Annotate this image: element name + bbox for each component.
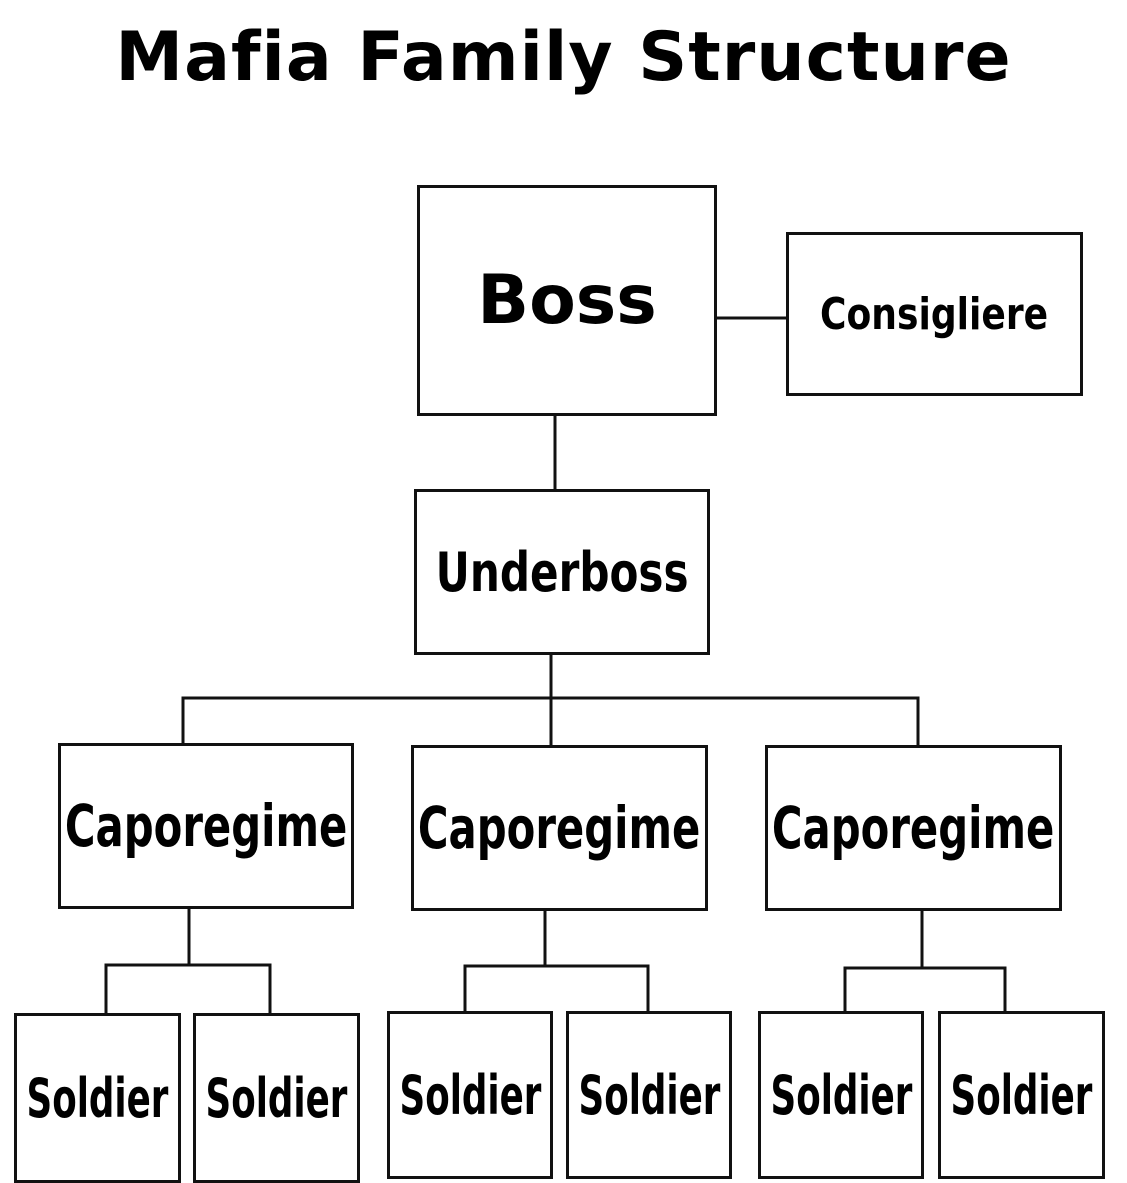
soldier-box: Soldier bbox=[566, 1011, 732, 1179]
soldier-box: Soldier bbox=[14, 1013, 181, 1183]
underboss-box: Underboss bbox=[414, 489, 710, 655]
boss-label: Boss bbox=[477, 261, 657, 340]
soldier-box: Soldier bbox=[758, 1011, 924, 1179]
caporegime-box: Caporegime bbox=[411, 745, 708, 911]
soldier-box: Soldier bbox=[387, 1011, 553, 1179]
caporegime-box: Caporegime bbox=[58, 743, 354, 909]
capo2-soldier-branch bbox=[463, 964, 650, 1012]
capo1-soldier-branch bbox=[104, 963, 272, 1014]
soldier-label: Soldier bbox=[26, 1066, 169, 1130]
caporegime-box: Caporegime bbox=[765, 745, 1062, 911]
soldier-label: Soldier bbox=[205, 1066, 348, 1130]
soldier-label: Soldier bbox=[399, 1063, 541, 1127]
soldier-label: Soldier bbox=[950, 1063, 1093, 1127]
consigliere-label: Consigliere bbox=[820, 288, 1049, 340]
soldier-box: Soldier bbox=[938, 1011, 1105, 1179]
soldier-label: Soldier bbox=[770, 1063, 912, 1127]
consigliere-box: Consigliere bbox=[786, 232, 1083, 396]
capo3-soldier-branch bbox=[843, 966, 1007, 1012]
boss-box: Boss bbox=[417, 185, 717, 416]
caporegime-label: Caporegime bbox=[772, 794, 1055, 862]
soldier-box: Soldier bbox=[193, 1013, 360, 1183]
caporegime-label: Caporegime bbox=[64, 792, 348, 860]
soldier-label: Soldier bbox=[578, 1063, 720, 1127]
caporegime-label: Caporegime bbox=[418, 794, 701, 862]
diagram-title: Mafia Family Structure bbox=[115, 18, 1012, 97]
underboss-label: Underboss bbox=[435, 540, 689, 604]
